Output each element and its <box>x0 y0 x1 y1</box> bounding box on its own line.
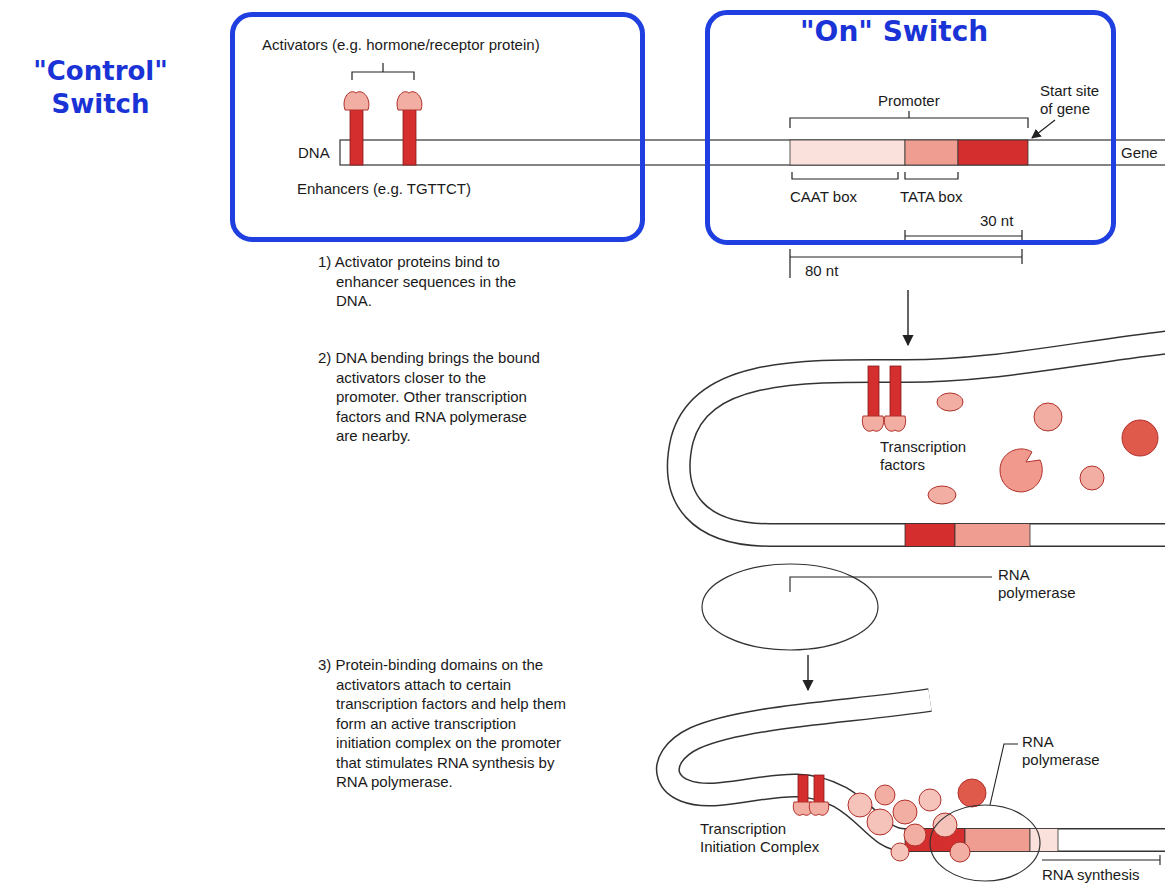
tata-label: TATA box <box>900 188 963 206</box>
dna-strand <box>340 140 1165 165</box>
step-text: 3) Protein-binding domains on the activa… <box>318 655 568 792</box>
caat-label: CAAT box <box>790 188 857 206</box>
dna-label: DNA <box>298 144 330 162</box>
length-label: 30 nt <box>980 212 1013 230</box>
polymerase-label: RNA polymerase <box>998 566 1088 602</box>
initiation-complex <box>848 744 1160 881</box>
step-arrow <box>907 290 908 345</box>
rna-polymerase-oval <box>702 564 992 650</box>
factor-label: Transcription factors <box>880 438 992 474</box>
activators-label: Activators (e.g. hormone/receptor protei… <box>262 36 540 54</box>
on-switch-box: "On" SwitchPromoter Start site of geneCAA… <box>705 10 1116 245</box>
switch-title: "On" Switch <box>800 14 988 49</box>
enhancers-label: Enhancers (e.g. TGTTCT) <box>297 180 471 198</box>
enhancer-activators <box>344 63 422 165</box>
polymerase-label: RNA polymerase <box>1022 733 1112 769</box>
promoter-label: Promoter <box>878 92 940 110</box>
gene-label: Gene <box>1120 144 1159 162</box>
control-switch-box: "Control" SwitchActivators (e.g. hormone… <box>230 12 645 242</box>
switch-title: "Control" Switch <box>8 55 193 120</box>
synthesis-label: RNA synthesis <box>1042 866 1140 884</box>
promoter-brackets <box>790 111 1055 278</box>
bent-dna <box>679 342 1165 547</box>
start-site-label: Start site of gene <box>1040 82 1106 118</box>
length-label: 80 nt <box>805 262 838 280</box>
complex-label: Transcription Initiation Complex <box>700 820 835 856</box>
step-text: 2) DNA bending brings the bound activato… <box>318 348 548 446</box>
step-text: 1) Activator proteins bind to enhancer s… <box>318 252 548 311</box>
step-arrow <box>807 655 808 690</box>
